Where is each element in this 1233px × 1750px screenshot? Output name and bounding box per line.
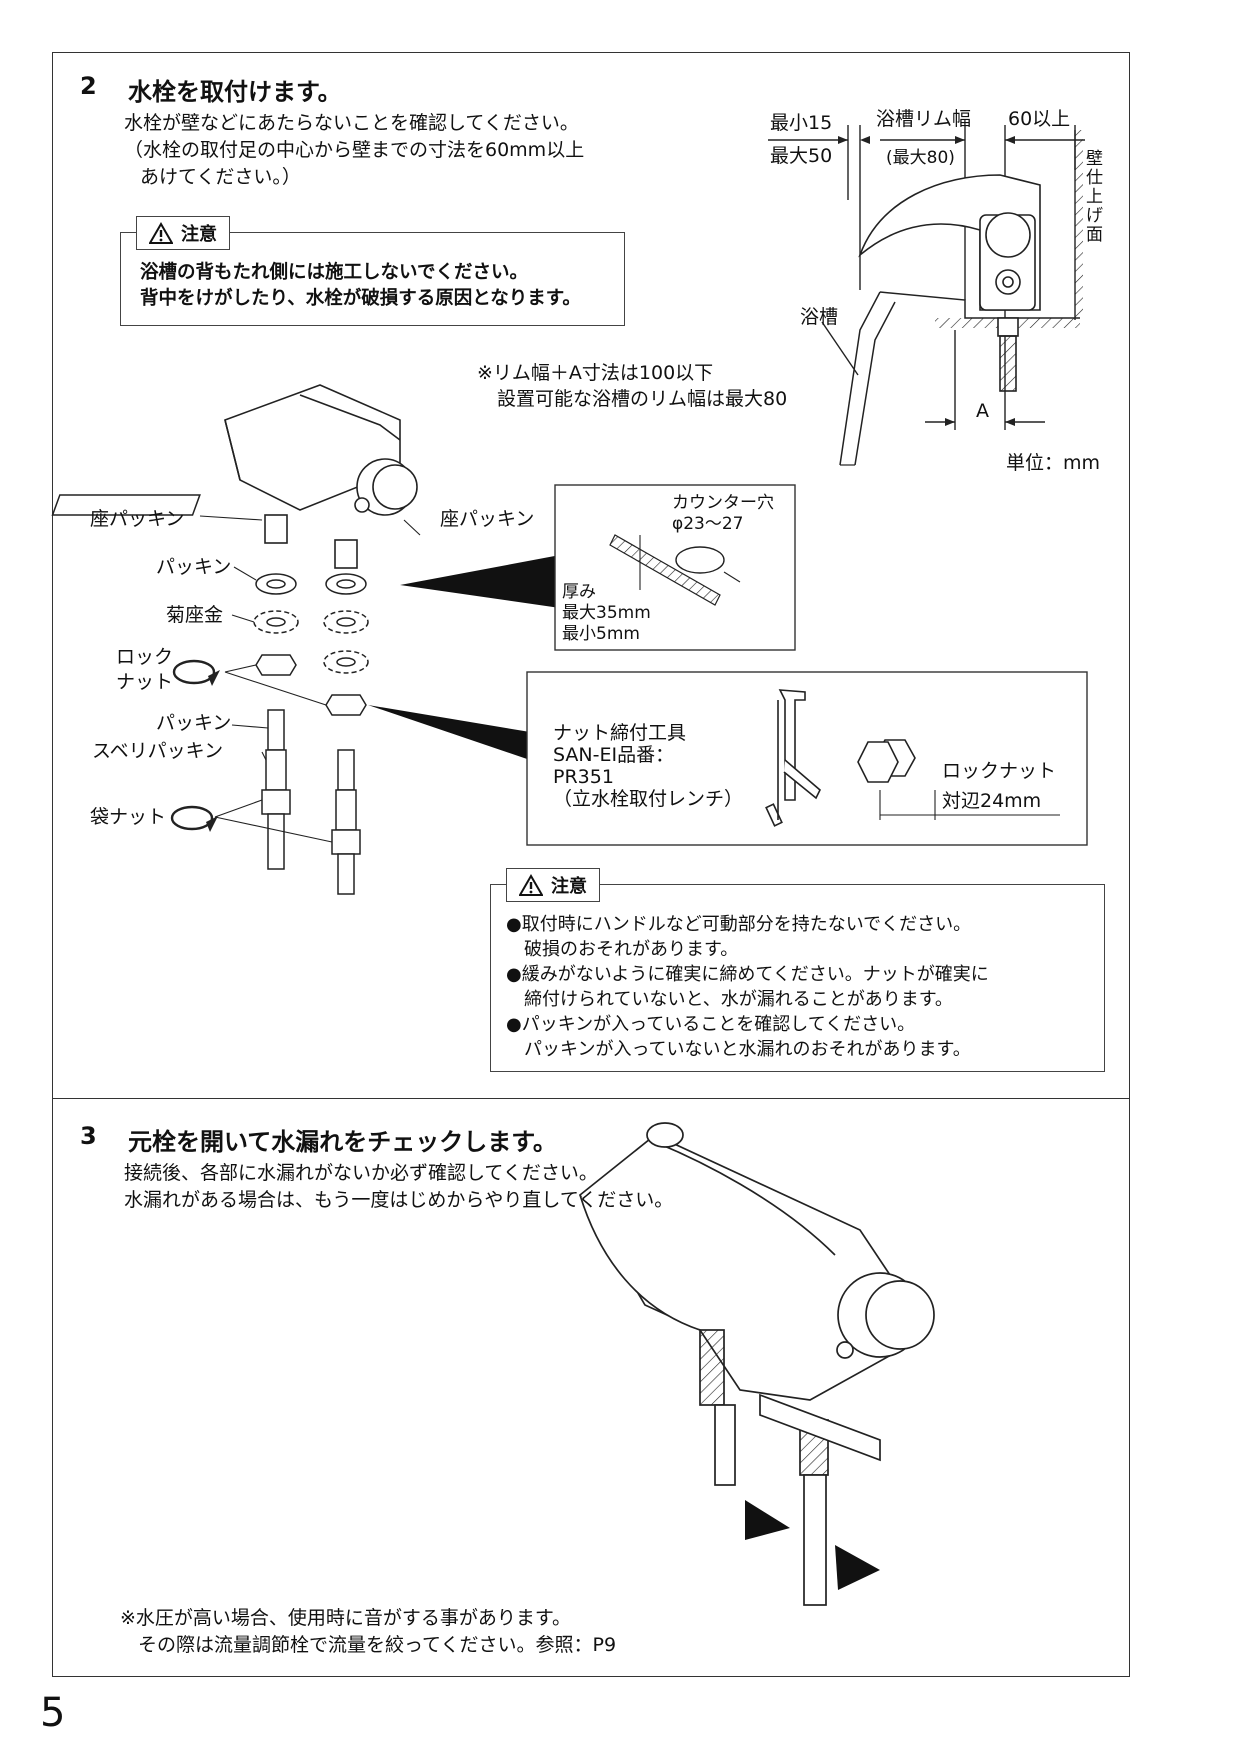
tool-box [526,671,1088,846]
caution-box-2 [490,884,1105,1072]
wall-char-5: 面 [1086,225,1103,245]
label-packing-2: パッキン [156,712,232,734]
tub-label: 浴槽 [800,306,839,328]
caution-label-1: 注意 [181,224,217,245]
caution1-line-2: 背中をけがしたり、水栓が破損する原因となります。 [140,288,581,309]
unit-label: 単位：mm [1006,452,1101,474]
warning-icon [519,874,543,896]
counter-hole-max: 最大35mm [562,603,651,623]
tool-line-3: PR351 [553,766,614,788]
faucet-exploded-view [51,384,418,569]
part-leader-lines [199,515,421,843]
wrench-icon [765,689,821,827]
faucet-side-view [858,174,1041,392]
dim-min: 最小15 [770,112,833,134]
dim-rim: 浴槽リム幅 [876,108,972,130]
pressure-note-1: ※水圧が高い場合、使用時に音がする事があります。 [120,1607,572,1629]
label-washer: 菊座金 [166,604,224,626]
caution2-line-5: ●パッキンが入っていることを確認してください。 [506,1014,916,1035]
step2-title: 水栓を取付けます。 [128,78,342,106]
step2-number: 2 [80,72,97,100]
wall-char-4: げ [1086,206,1103,226]
wall-char-2: 仕 [1086,168,1103,188]
step3-line-1: 接続後、各部に水漏れがないか必ず確認してください。 [124,1162,598,1184]
label-slip-packing: スベリパッキン [92,740,224,762]
label-packing: パッキン [156,556,232,578]
wall-surface [1074,130,1083,320]
dim-a: A [976,400,989,422]
rim-note-1: ※リム幅＋A寸法は100以下 [477,362,714,384]
caution2-line-3: ●緩みがないように確実に締めてください。ナットが確実に [506,964,989,985]
step2-line-1: 水栓が壁などにあたらないことを確認してください。 [124,112,579,134]
label-seat-packing-left: 座パッキン [90,508,185,530]
step3-number: 3 [80,1122,97,1150]
tool-line-1: ナット締付工具 [553,722,687,744]
page-frame [52,52,1130,1677]
dim-over60: 60以上 [1008,108,1071,130]
label-cap-nut: 袋ナット [90,806,167,828]
bathtub-section [821,291,1080,466]
callout-wedge-tool [368,705,530,760]
step3-title: 元栓を開いて水漏れをチェックします。 [128,1128,557,1156]
caution2-line-1: ●取付時にハンドルなど可動部分を持たないでください。 [506,914,972,935]
check-arrow-right-icon [835,1545,880,1590]
caution1-text: 浴槽の背もたれ側には施工しないでください。 背中をけがしたり、水栓が破損する原因… [140,260,581,312]
wall-label: 壁 仕 上 げ 面 [1086,150,1103,245]
caution1-line-1: 浴槽の背もたれ側には施工しないでください。 [140,262,528,283]
section-divider [52,1098,1130,1099]
rim-note-2: 設置可能な浴槽のリム幅は最大80 [497,388,788,410]
pressure-note-2: その際は流量調節栓で流量を絞ってください。参照：P9 [138,1634,617,1656]
warning-icon [149,222,173,244]
supply-pipes [261,709,361,895]
caution2-line-4: 締付けられていないと、水が漏れることがあります。 [506,989,953,1010]
caution2-text: ●取付時にハンドルなど可動部分を持たないでください。 破損のおそれがあります。 … [506,912,989,1062]
caution-box-1 [120,232,625,326]
caution-tab-2: 注意 [506,868,600,902]
callout-wedge-counter [400,555,560,608]
hex-nut-icon [857,739,1060,820]
tool-width-label: 対辺24mm [942,790,1042,812]
wall-char-3: 上 [1086,187,1103,207]
tool-text: ナット締付工具 SAN-EI品番： PR351 （立水栓取付レンチ） [553,722,743,810]
step2-line-3: あけてください。） [140,166,301,188]
counter-hole-box [554,484,796,651]
label-locknut-1: ロック [116,646,174,668]
label-seat-packing-right: 座パッキン [440,508,535,530]
step2-line-2: （水栓の取付足の中心から壁までの寸法を60mm以上 [124,139,585,161]
dim-rim-max: (最大80) [886,148,955,168]
counter-hole-sketch [609,534,741,606]
faucet-installed-view [578,1122,935,1606]
washers-and-nuts [253,573,369,716]
counter-hole-diameter: φ23～27 [672,514,744,534]
counter-hole-min: 最小5mm [562,624,640,644]
tool-line-4: （立水栓取付レンチ） [553,788,744,810]
caution-label-2: 注意 [551,876,587,897]
step3-line-2: 水漏れがある場合は、もう一度はじめからやり直してください。 [124,1189,674,1211]
page-number: 5 [40,1690,66,1736]
wall-char-1: 壁 [1086,149,1103,169]
dim-max: 最大50 [770,145,833,167]
caution2-line-2: 破損のおそれがあります。 [506,939,739,960]
caution-tab-1: 注意 [136,216,230,250]
caution2-line-6: パッキンが入っていないと水漏れのおそれがあります。 [506,1039,971,1060]
tool-line-2: SAN-EI品番： [553,744,675,766]
counter-hole-title: カウンター穴 [672,493,774,513]
label-locknut-2: ナット [116,671,174,693]
check-arrow-left-icon [745,1500,790,1540]
tighten-arrow-icon [170,659,216,831]
tool-locknut-label: ロックナット [942,760,1057,782]
counter-hole-thickness: 厚み [562,582,596,602]
